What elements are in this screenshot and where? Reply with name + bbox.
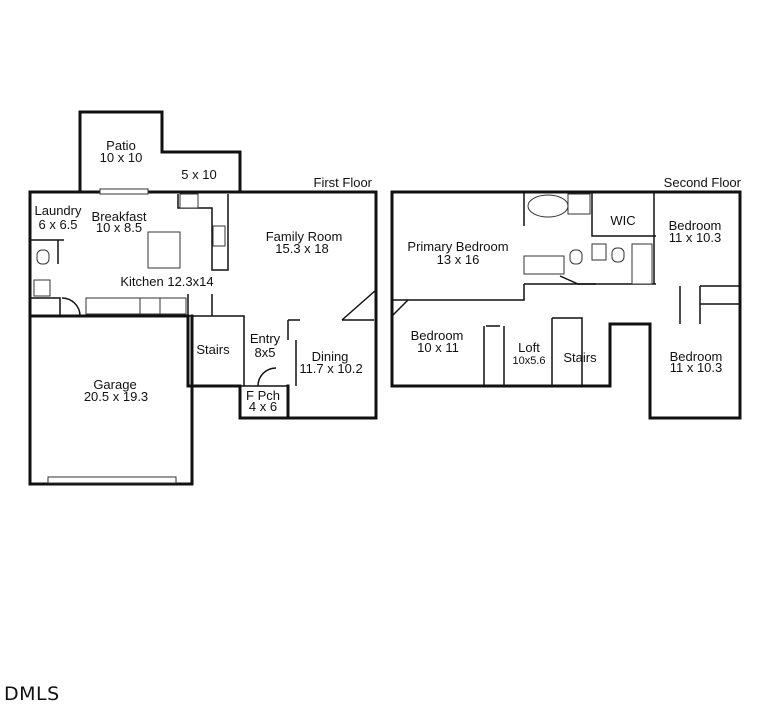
loft-size: 10x5.6 xyxy=(512,355,545,367)
family-diagonal-wall xyxy=(341,289,377,321)
stairs-second-label: Stairs xyxy=(563,350,597,365)
bedroom-se-size: 11 x 10.3 xyxy=(670,360,723,375)
family-room-name: Family Room xyxy=(266,229,343,244)
front-porch-size: 4 x 6 xyxy=(249,399,277,414)
shower-fixture xyxy=(567,193,591,215)
tub-fixture xyxy=(527,194,569,218)
hall-bath-toilet xyxy=(611,247,625,263)
loft-walls xyxy=(483,317,583,386)
stairs-first-label: Stairs xyxy=(196,342,230,357)
bedroom-se-name: Bedroom xyxy=(670,349,723,364)
breakfast-name: Breakfast xyxy=(92,209,147,224)
garage-walls xyxy=(28,296,194,486)
lower-counter xyxy=(85,297,187,315)
first-floor-label: First Floor xyxy=(314,175,373,190)
second-floor-plan xyxy=(390,190,742,420)
second-floor-label: Second Floor xyxy=(664,175,742,190)
first-floor-outline xyxy=(28,190,378,420)
primary-bedroom-wall xyxy=(391,284,525,317)
stairs-walls xyxy=(187,294,245,386)
entry-door-arc xyxy=(257,367,277,387)
breakfast-size: 10 x 8.5 xyxy=(96,220,142,235)
diagonal-bath-wall xyxy=(559,275,596,285)
range-fixture xyxy=(179,193,199,209)
kitchen-counter xyxy=(177,194,229,271)
laundry-walls xyxy=(30,239,64,316)
kitchen-sink-fixture xyxy=(212,225,226,247)
garage-door xyxy=(47,476,177,484)
sink-fixture xyxy=(33,279,51,297)
front-porch-name: F Pch xyxy=(246,388,280,403)
toilet-fixture-upstairs xyxy=(569,249,583,265)
front-porch-walls xyxy=(238,384,290,420)
first-floor-plan xyxy=(28,110,378,486)
dining-name: Dining xyxy=(312,349,349,364)
entry-size: 8x5 xyxy=(255,345,276,360)
bedroom-sw-name: Bedroom xyxy=(411,328,464,343)
garage-name: Garage xyxy=(93,377,136,392)
patio-size: 10 x 10 xyxy=(100,150,143,165)
wic-label: WIC xyxy=(610,213,635,228)
laundry-size: 6 x 6.5 xyxy=(38,217,77,232)
bedroom-sw-size: 10 x 11 xyxy=(417,340,459,355)
hall-bath-sink xyxy=(591,243,607,261)
dmls-logo: DMLS xyxy=(4,683,60,705)
kitchen-label: Kitchen 12.3x14 xyxy=(120,274,213,289)
patio-name: Patio xyxy=(106,138,136,153)
laundry-name: Laundry xyxy=(35,203,82,218)
loft-name: Loft xyxy=(518,340,540,355)
bedroom-closet-walls xyxy=(679,285,740,324)
primary-bedroom-size: 13 x 16 xyxy=(437,252,480,267)
entry-name: Entry xyxy=(250,331,281,346)
bedroom-ne-name: Bedroom xyxy=(669,218,722,233)
primary-bedroom-name: Primary Bedroom xyxy=(407,239,508,254)
hall-bath-tub xyxy=(631,243,653,285)
pantry-fixture xyxy=(139,297,161,315)
laundry-door-arc xyxy=(61,297,81,317)
bedroom-ne-size: 11 x 10.3 xyxy=(669,230,722,245)
kitchen-island xyxy=(147,231,181,269)
vanity-fixture xyxy=(523,255,565,275)
second-floor-outline xyxy=(390,190,742,420)
toilet-fixture xyxy=(36,249,50,265)
garage-size: 20.5 x 19.3 xyxy=(84,389,148,404)
patio-walls xyxy=(78,110,242,194)
dining-size: 11.7 x 10.2 xyxy=(299,361,362,376)
family-room-size: 15.3 x 18 xyxy=(275,241,329,256)
entry-walls xyxy=(240,319,300,418)
primary-bath-walls xyxy=(523,192,656,285)
patio2-size: 5 x 10 xyxy=(181,167,216,182)
patio-door xyxy=(99,188,149,195)
